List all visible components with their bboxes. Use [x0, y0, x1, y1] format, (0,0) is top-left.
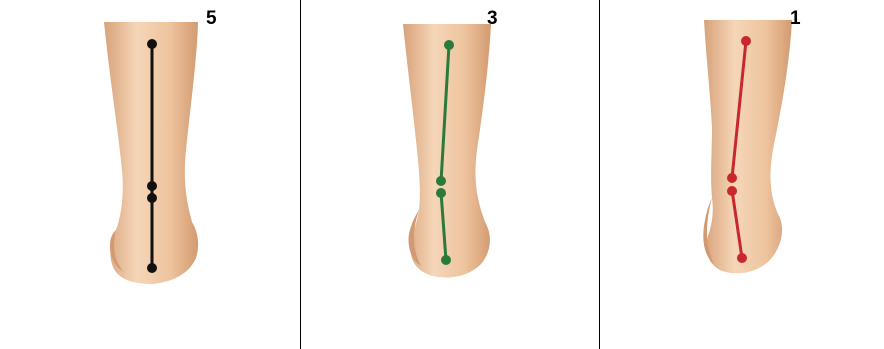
score-label-3: 1: [790, 8, 801, 30]
marker-point: [147, 39, 157, 49]
marker-point: [444, 40, 454, 50]
score-label-2: 3: [487, 8, 498, 30]
rearfoot-illustration-2: [301, 0, 599, 349]
marker-point: [727, 186, 737, 196]
marker-point: [741, 36, 751, 46]
marker-point: [147, 263, 157, 273]
marker-point: [737, 253, 747, 263]
marker-point: [727, 173, 737, 183]
panel-3: 1: [600, 0, 884, 349]
panel-2: 3: [301, 0, 599, 349]
leg-shape: [704, 20, 792, 273]
marker-point: [147, 181, 157, 191]
panel-1: 5: [0, 0, 300, 349]
marker-point: [436, 176, 446, 186]
rearfoot-illustration-1: [0, 0, 300, 349]
marker-point: [147, 193, 157, 203]
marker-point: [441, 255, 451, 265]
marker-point: [436, 188, 446, 198]
rearfoot-illustration-3: [600, 0, 884, 349]
score-label-1: 5: [206, 8, 217, 30]
